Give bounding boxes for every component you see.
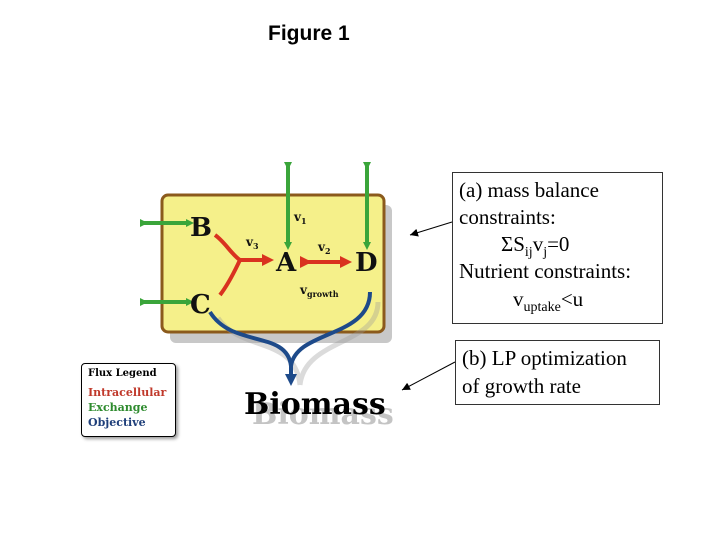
reaction-v3-from-B [213, 233, 242, 262]
legend-title: Flux Legend [88, 368, 157, 379]
objective-branch-left [208, 310, 293, 367]
flux-legend: Flux Legend Intracellular Exchange Objec… [81, 363, 176, 437]
legend-item-exchange: Exchange [88, 401, 148, 414]
constraints-box: (a) mass balance constraints: ΣSijvj=0 N… [452, 172, 663, 324]
nutrient-constraint: vuptake<u [513, 287, 584, 315]
box-b-line1: (b) LP optimization [462, 346, 627, 370]
mass-balance-equation: ΣSijvj=0 [501, 232, 570, 260]
node-C: C [190, 290, 211, 320]
flux-label-v3: v3 [245, 235, 259, 251]
node-B: B [190, 213, 212, 243]
lp-optimization-box: (b) LP optimization of growth rate [455, 340, 660, 405]
objective-fluxes [208, 291, 372, 386]
figure-title: Figure 1 [268, 22, 350, 45]
node-D: D [355, 248, 378, 278]
pointer-arrow-b [401, 361, 456, 391]
biomass-label: Biomass [244, 387, 386, 422]
box-a-line4: Nutrient constraints: [459, 259, 632, 283]
flux-label-v1: v1 [293, 210, 307, 226]
legend-item-intracellular: Intracellular [88, 386, 167, 399]
box-b-line2: of growth rate [462, 374, 581, 398]
box-a-line1: (a) mass balance [459, 178, 599, 202]
node-A: A [275, 248, 297, 278]
flux-label-v2: v2 [317, 240, 331, 256]
exchange-fluxes [140, 162, 371, 306]
intracellular-fluxes [213, 233, 352, 297]
legend-item-objective: Objective [88, 416, 146, 429]
box-a-line2: constraints: [459, 205, 556, 229]
reaction-v3-from-C [218, 259, 242, 297]
objective-branch-right [289, 291, 372, 367]
pointer-arrow-a [409, 221, 453, 237]
flux-label-vgrowth: vgrowth [299, 283, 339, 299]
biomass-label-shadow: Biomass [252, 397, 394, 432]
